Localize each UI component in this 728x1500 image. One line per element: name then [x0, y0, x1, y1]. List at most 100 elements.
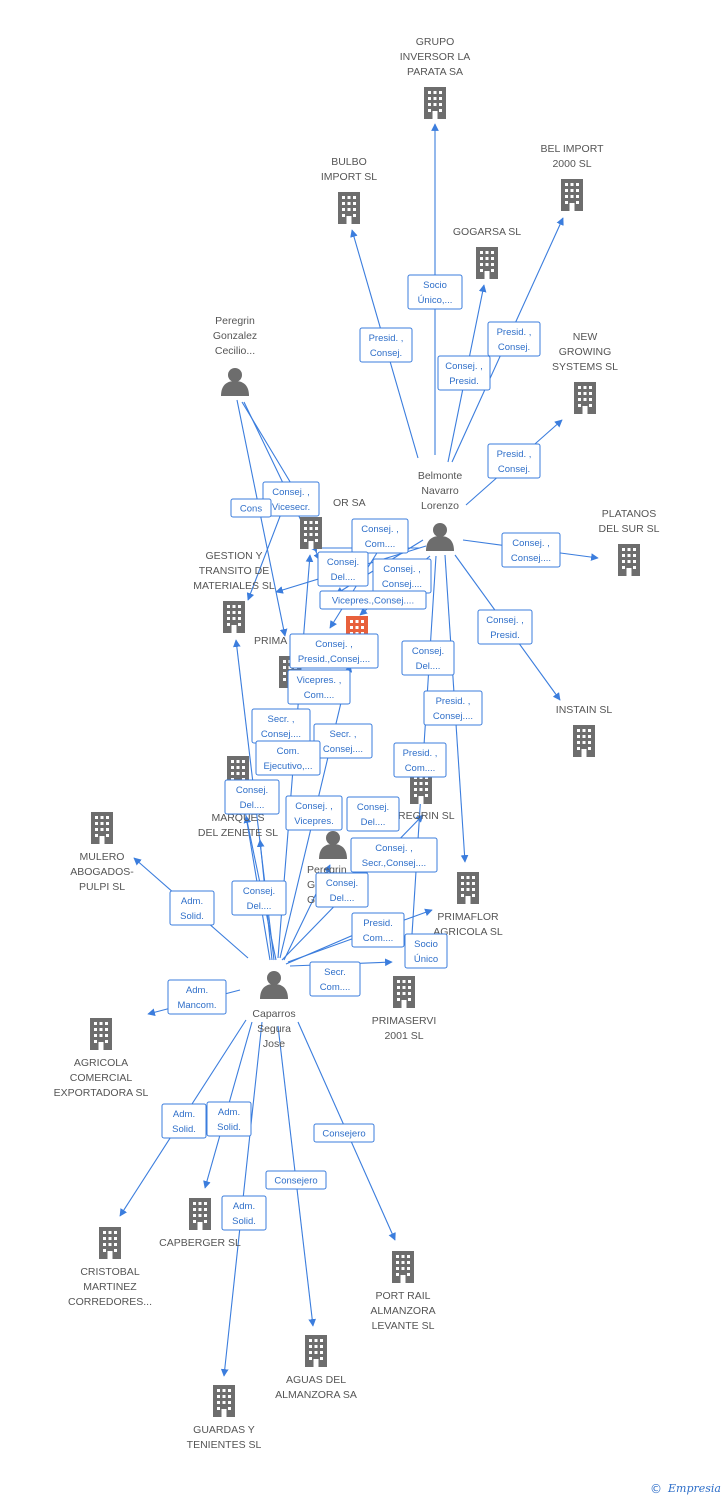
building-icon — [561, 179, 583, 211]
relation-label[interactable]: Adm.Solid. — [206, 1101, 252, 1137]
relation-text: Consej. — [327, 557, 359, 568]
relation-text: Cons — [240, 504, 262, 515]
relation-text: Consej.... — [382, 579, 422, 590]
relation-text: Com.... — [363, 933, 394, 944]
building-icon — [573, 725, 595, 757]
relation-label[interactable]: Presid. ,Consej. — [487, 443, 541, 479]
relation-label[interactable]: Cons — [230, 498, 272, 518]
relation-box — [423, 690, 483, 726]
relation-label[interactable]: SocioÚnico,... — [407, 274, 463, 310]
node-label: Caparros — [252, 1008, 295, 1020]
relation-label[interactable]: Consejero — [265, 1170, 327, 1190]
relation-label[interactable]: Consej. ,Secr.,Consej.... — [350, 837, 438, 873]
relation-label[interactable]: Presid. ,Consej.... — [423, 690, 483, 726]
node-instain[interactable]: INSTAIN SL — [556, 704, 613, 757]
node-label: AGRICOLA SL — [433, 926, 503, 938]
relation-box — [487, 443, 541, 479]
relation-label[interactable]: Consej. ,Consej.... — [501, 532, 561, 568]
node-label: LEVANTE SL — [372, 1320, 435, 1332]
relation-label[interactable]: Adm.Mancom. — [167, 979, 227, 1015]
node-label: GOGARSA SL — [453, 226, 521, 238]
relation-edge — [236, 399, 288, 637]
relation-label[interactable]: Adm.Solid. — [169, 890, 215, 926]
relation-text: Único,... — [418, 295, 453, 306]
relation-label[interactable]: Presid. Com.... — [351, 912, 405, 948]
relation-label[interactable]: Adm.Solid. — [221, 1195, 267, 1231]
relation-label[interactable]: Vicepres.,Consej.... — [319, 590, 427, 610]
relation-text: Consej. — [236, 785, 268, 796]
relation-text: Presid. , — [436, 696, 471, 707]
relation-label[interactable]: Adm. Solid. — [161, 1103, 207, 1139]
relation-text: Consej.... — [323, 744, 363, 755]
relation-label[interactable]: Consej. ,Vicepres. — [285, 795, 343, 831]
relation-label[interactable]: Presid. ,Consej. — [359, 327, 413, 363]
relation-text: Consej. , — [445, 361, 483, 372]
relation-label[interactable]: Consej. ,Presid.,Consej.... — [289, 633, 379, 669]
node-cristobal[interactable]: CRISTOBALMARTINEZCORREDORES... — [68, 1227, 152, 1308]
node-label: TENIENTES SL — [187, 1439, 262, 1451]
building-icon — [338, 192, 360, 224]
relation-label[interactable]: Presid. ,Com.... — [393, 742, 447, 778]
node-gogarsa[interactable]: GOGARSA SL — [453, 226, 521, 279]
relation-box — [221, 1195, 267, 1231]
relation-label[interactable]: Consej.Del.... — [315, 872, 369, 908]
relation-text: Presid. , — [497, 327, 532, 338]
node-capberger[interactable]: CAPBERGER SL — [159, 1198, 241, 1249]
relation-label[interactable]: Consej.Del.... — [231, 880, 287, 916]
node-peregrin_gc[interactable]: PeregrinGonzalezCecilio... — [213, 315, 257, 396]
relation-box — [393, 742, 447, 778]
relation-text: Adm. — [173, 1109, 195, 1120]
relation-text: Consej.... — [511, 553, 551, 564]
relation-text: Consejero — [274, 1176, 317, 1187]
relation-label[interactable]: Presid. ,Consej. — [487, 321, 541, 357]
relation-label[interactable]: Secr.Com.... — [309, 961, 361, 997]
relation-label[interactable]: Vicepres. ,Com.... — [287, 669, 351, 705]
relation-text: Presid. — [363, 918, 393, 929]
relation-label[interactable]: Consej. ,Com.... — [351, 518, 409, 554]
relation-box — [346, 796, 400, 832]
relation-box — [319, 590, 427, 610]
relation-text: Vicepres. , — [297, 675, 342, 686]
relation-text: Presid. , — [369, 333, 404, 344]
relation-label[interactable]: Consej.Del.... — [346, 796, 400, 832]
relation-label[interactable]: Consej.Del.... — [317, 551, 369, 587]
relation-box — [487, 321, 541, 357]
node-label: Peregrin — [215, 315, 255, 327]
relation-text: Único — [414, 954, 438, 965]
relation-label[interactable]: Consejero — [313, 1123, 375, 1143]
relation-label[interactable]: Com.Ejecutivo,... — [255, 740, 321, 776]
relation-text: Vicesecr. — [272, 502, 310, 513]
node-label: GESTION Y — [206, 550, 263, 562]
node-label: Lorenzo — [421, 500, 459, 512]
relation-label[interactable]: Consej. ,Presid. — [437, 355, 491, 391]
node-peregrin_sl[interactable]: REGRIN SL — [398, 772, 455, 822]
node-orsa[interactable]: OR SA — [300, 497, 366, 549]
relation-text: Solid. — [172, 1124, 196, 1135]
node-label: PARATA SA — [407, 66, 463, 78]
node-label: MATERIALES SL — [193, 580, 275, 592]
relation-label[interactable]: Secr. ,Consej.... — [251, 708, 311, 744]
relation-label[interactable]: Consej.Del.... — [401, 640, 455, 676]
relation-label[interactable]: Consej.Del.... — [224, 779, 280, 815]
relation-label[interactable]: Consej. ,Consej.... — [372, 558, 432, 594]
relation-label[interactable]: Secr. ,Consej.... — [313, 723, 373, 759]
relation-label[interactable]: Consej. ,Presid. — [477, 609, 533, 645]
node-prima[interactable]: PRIMA — [254, 635, 301, 688]
relation-text: Com. — [277, 746, 300, 757]
